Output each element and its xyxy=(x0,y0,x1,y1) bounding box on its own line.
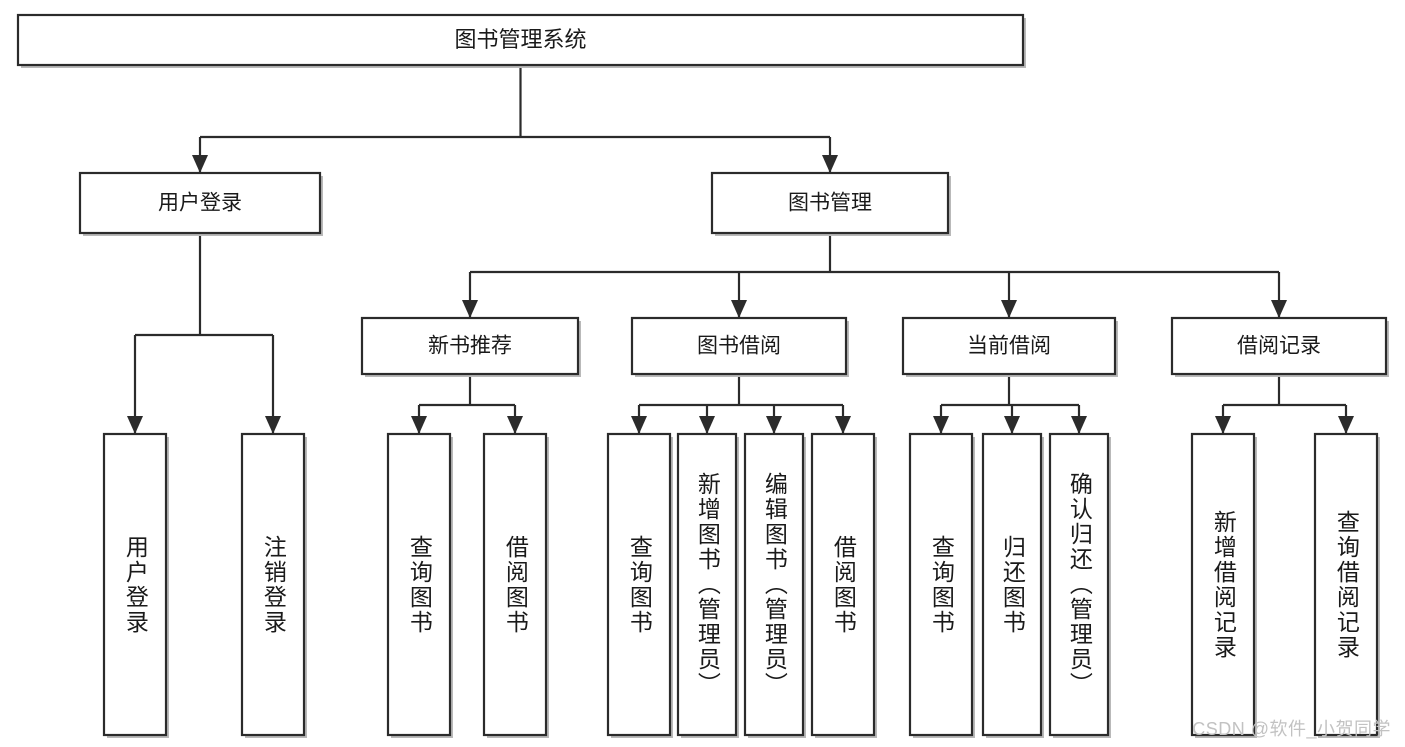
node-label-n_new_book: 新书推荐 xyxy=(428,335,512,358)
connector-to-n_current-arrow xyxy=(1001,300,1017,318)
connector-to-l_edit_book-arrow xyxy=(766,416,782,434)
node-box-root[interactable] xyxy=(16,13,1025,67)
node-box-l_return_book[interactable] xyxy=(981,432,1043,737)
connector-to-l_borrow_book_2-arrow xyxy=(835,416,851,434)
node-box-n_borrow[interactable] xyxy=(630,316,848,376)
connector-to-l_query_book_2-arrow xyxy=(631,416,647,434)
connector-to-n_new_book-arrow xyxy=(462,300,478,318)
node-label-n_book_mgmt: 图书管理 xyxy=(788,192,872,215)
connector-to-l_return_book-arrow xyxy=(1004,416,1020,434)
node-label-n_current: 当前借阅 xyxy=(967,335,1051,358)
node-box-l_borrow_book_2[interactable] xyxy=(810,432,876,737)
node-box-n_current[interactable] xyxy=(901,316,1117,376)
node-box-n_new_book[interactable] xyxy=(360,316,580,376)
connector-root-to-user-login-arrow xyxy=(192,155,208,173)
connector-to-l_query_book_1-arrow xyxy=(411,416,427,434)
node-box-l_query_book_3[interactable] xyxy=(908,432,974,737)
node-box-l_add_book[interactable] xyxy=(676,432,738,737)
connector-to-l_user_login-arrow xyxy=(127,416,143,434)
connector-root-to-book-mgmt-arrow xyxy=(822,155,838,173)
node-box-l_user_logout[interactable] xyxy=(240,432,306,737)
node-label-n_user_login: 用户登录 xyxy=(158,192,242,215)
connector-to-l_confirm_return-arrow xyxy=(1071,416,1087,434)
boxes-layer xyxy=(16,13,1389,738)
node-box-l_query_book_1[interactable] xyxy=(386,432,452,737)
connector-to-l_borrow_book_1-arrow xyxy=(507,416,523,434)
node-box-n_book_mgmt[interactable] xyxy=(710,171,950,235)
node-box-n_user_login[interactable] xyxy=(78,171,322,235)
node-label-n_borrow: 图书借阅 xyxy=(697,335,781,358)
connector-to-l_query_book_3-arrow xyxy=(933,416,949,434)
connector-to-n_record-arrow xyxy=(1271,300,1287,318)
node-box-l_user_login[interactable] xyxy=(102,432,168,737)
node-box-l_query_book_2[interactable] xyxy=(606,432,672,737)
node-box-l_query_record[interactable] xyxy=(1313,432,1379,737)
connector-to-n_borrow-arrow xyxy=(731,300,747,318)
node-label-n_record: 借阅记录 xyxy=(1237,335,1321,358)
connectors-layer xyxy=(127,65,1354,434)
node-box-l_add_record[interactable] xyxy=(1190,432,1256,737)
node-box-l_borrow_book_1[interactable] xyxy=(482,432,548,737)
node-box-n_record[interactable] xyxy=(1170,316,1388,376)
node-box-l_edit_book[interactable] xyxy=(743,432,805,737)
connector-to-l_add_book-arrow xyxy=(699,416,715,434)
connector-to-l_add_record-arrow xyxy=(1215,416,1231,434)
node-label-root: 图书管理系统 xyxy=(454,27,586,52)
node-box-l_confirm_return[interactable] xyxy=(1048,432,1110,737)
connector-to-l_user_logout-arrow xyxy=(265,416,281,434)
connector-to-l_query_record-arrow xyxy=(1338,416,1354,434)
watermark-text: CSDN @软件_小贺同学 xyxy=(1192,719,1391,739)
